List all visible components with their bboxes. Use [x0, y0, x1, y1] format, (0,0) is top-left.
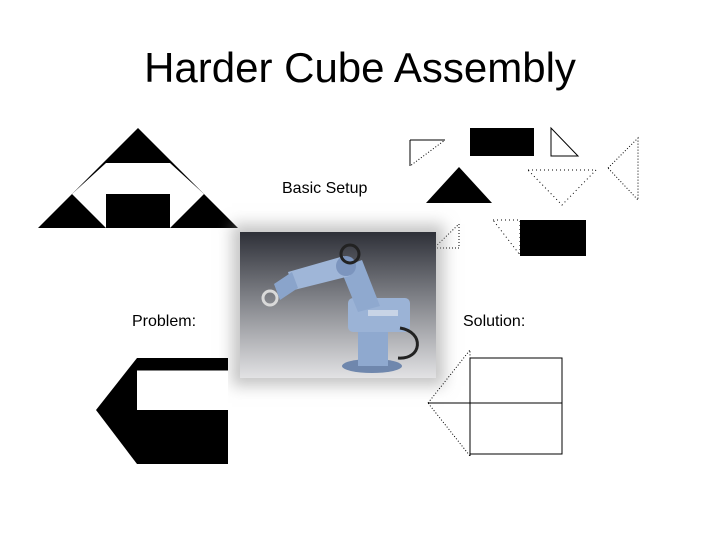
robot-label-plate [368, 310, 398, 316]
robot-pedestal [358, 330, 388, 366]
robot-arm-photo [240, 232, 436, 378]
slide-title: Harder Cube Assembly [144, 44, 576, 91]
robot-gripper [261, 289, 279, 307]
piece-black-rectangle [470, 128, 534, 156]
pyramid-cutout-center [106, 163, 170, 194]
piece-side-triangle [607, 136, 639, 202]
piece-black-triangle [426, 167, 492, 203]
pyramid-cutout-left [72, 194, 106, 228]
pyramid-cutout-left-top [72, 163, 106, 194]
piece-right-triangle-outline [550, 126, 580, 157]
robot-forearm [288, 256, 350, 290]
robot-cable-loop [339, 243, 361, 265]
robot-cable [397, 326, 419, 360]
pyramid-cutout-right [170, 194, 204, 228]
problem-label: Problem: [132, 313, 197, 330]
piece-tiny-triangle [432, 222, 460, 249]
piece-black-rectangle-bottom [520, 220, 586, 256]
piece-dotted-triangle [526, 169, 598, 206]
basic-setup-label: Basic Setup [282, 180, 368, 197]
robot-arm-illustration [240, 232, 436, 378]
pyramid-cutout-right-top [170, 163, 204, 194]
solution-label: Solution: [463, 313, 526, 330]
problem-cutout [137, 370, 228, 410]
robot-elbow-joint [336, 256, 356, 276]
robot-wrist [274, 272, 298, 300]
solution-square [469, 357, 563, 455]
